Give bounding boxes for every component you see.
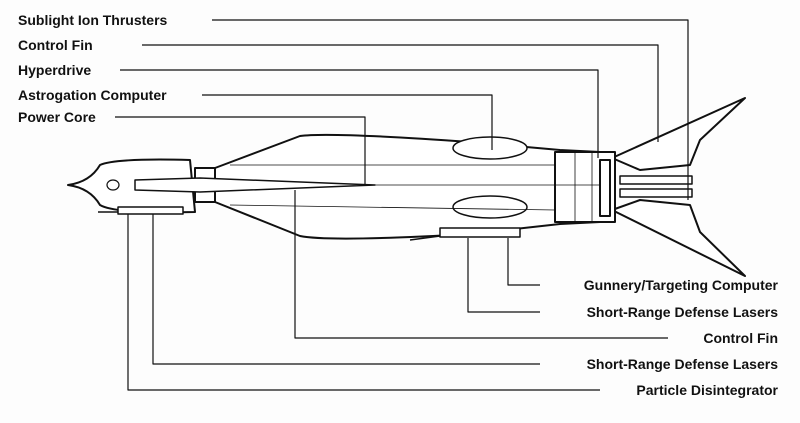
label-control-fin-top: Control Fin — [18, 37, 93, 53]
label-short-range-lasers-rear: Short-Range Defense Lasers — [586, 304, 778, 320]
label-hyperdrive: Hyperdrive — [18, 62, 92, 78]
rear-laser-pod — [439, 227, 521, 238]
label-astrogation-computer: Astrogation Computer — [18, 87, 167, 103]
thruster-upper — [619, 175, 693, 185]
thruster-lower — [619, 188, 693, 198]
label-particle-disintegrator: Particle Disintegrator — [636, 382, 778, 398]
label-gunnery-targeting-computer: Gunnery/Targeting Computer — [583, 277, 778, 293]
top-hatch — [452, 136, 528, 160]
lower-fin — [611, 199, 746, 277]
label-short-range-lasers-front: Short-Range Defense Lasers — [586, 356, 778, 372]
upper-fin — [611, 97, 746, 171]
bottom-hatch — [452, 195, 528, 219]
ship-body — [67, 97, 746, 277]
label-control-fin-bottom: Control Fin — [703, 330, 778, 346]
leader-lines — [115, 19, 689, 391]
label-power-core: Power Core — [18, 109, 96, 125]
front-laser-pod — [117, 206, 184, 215]
label-sublight-ion-thrusters: Sublight Ion Thrusters — [18, 12, 168, 28]
